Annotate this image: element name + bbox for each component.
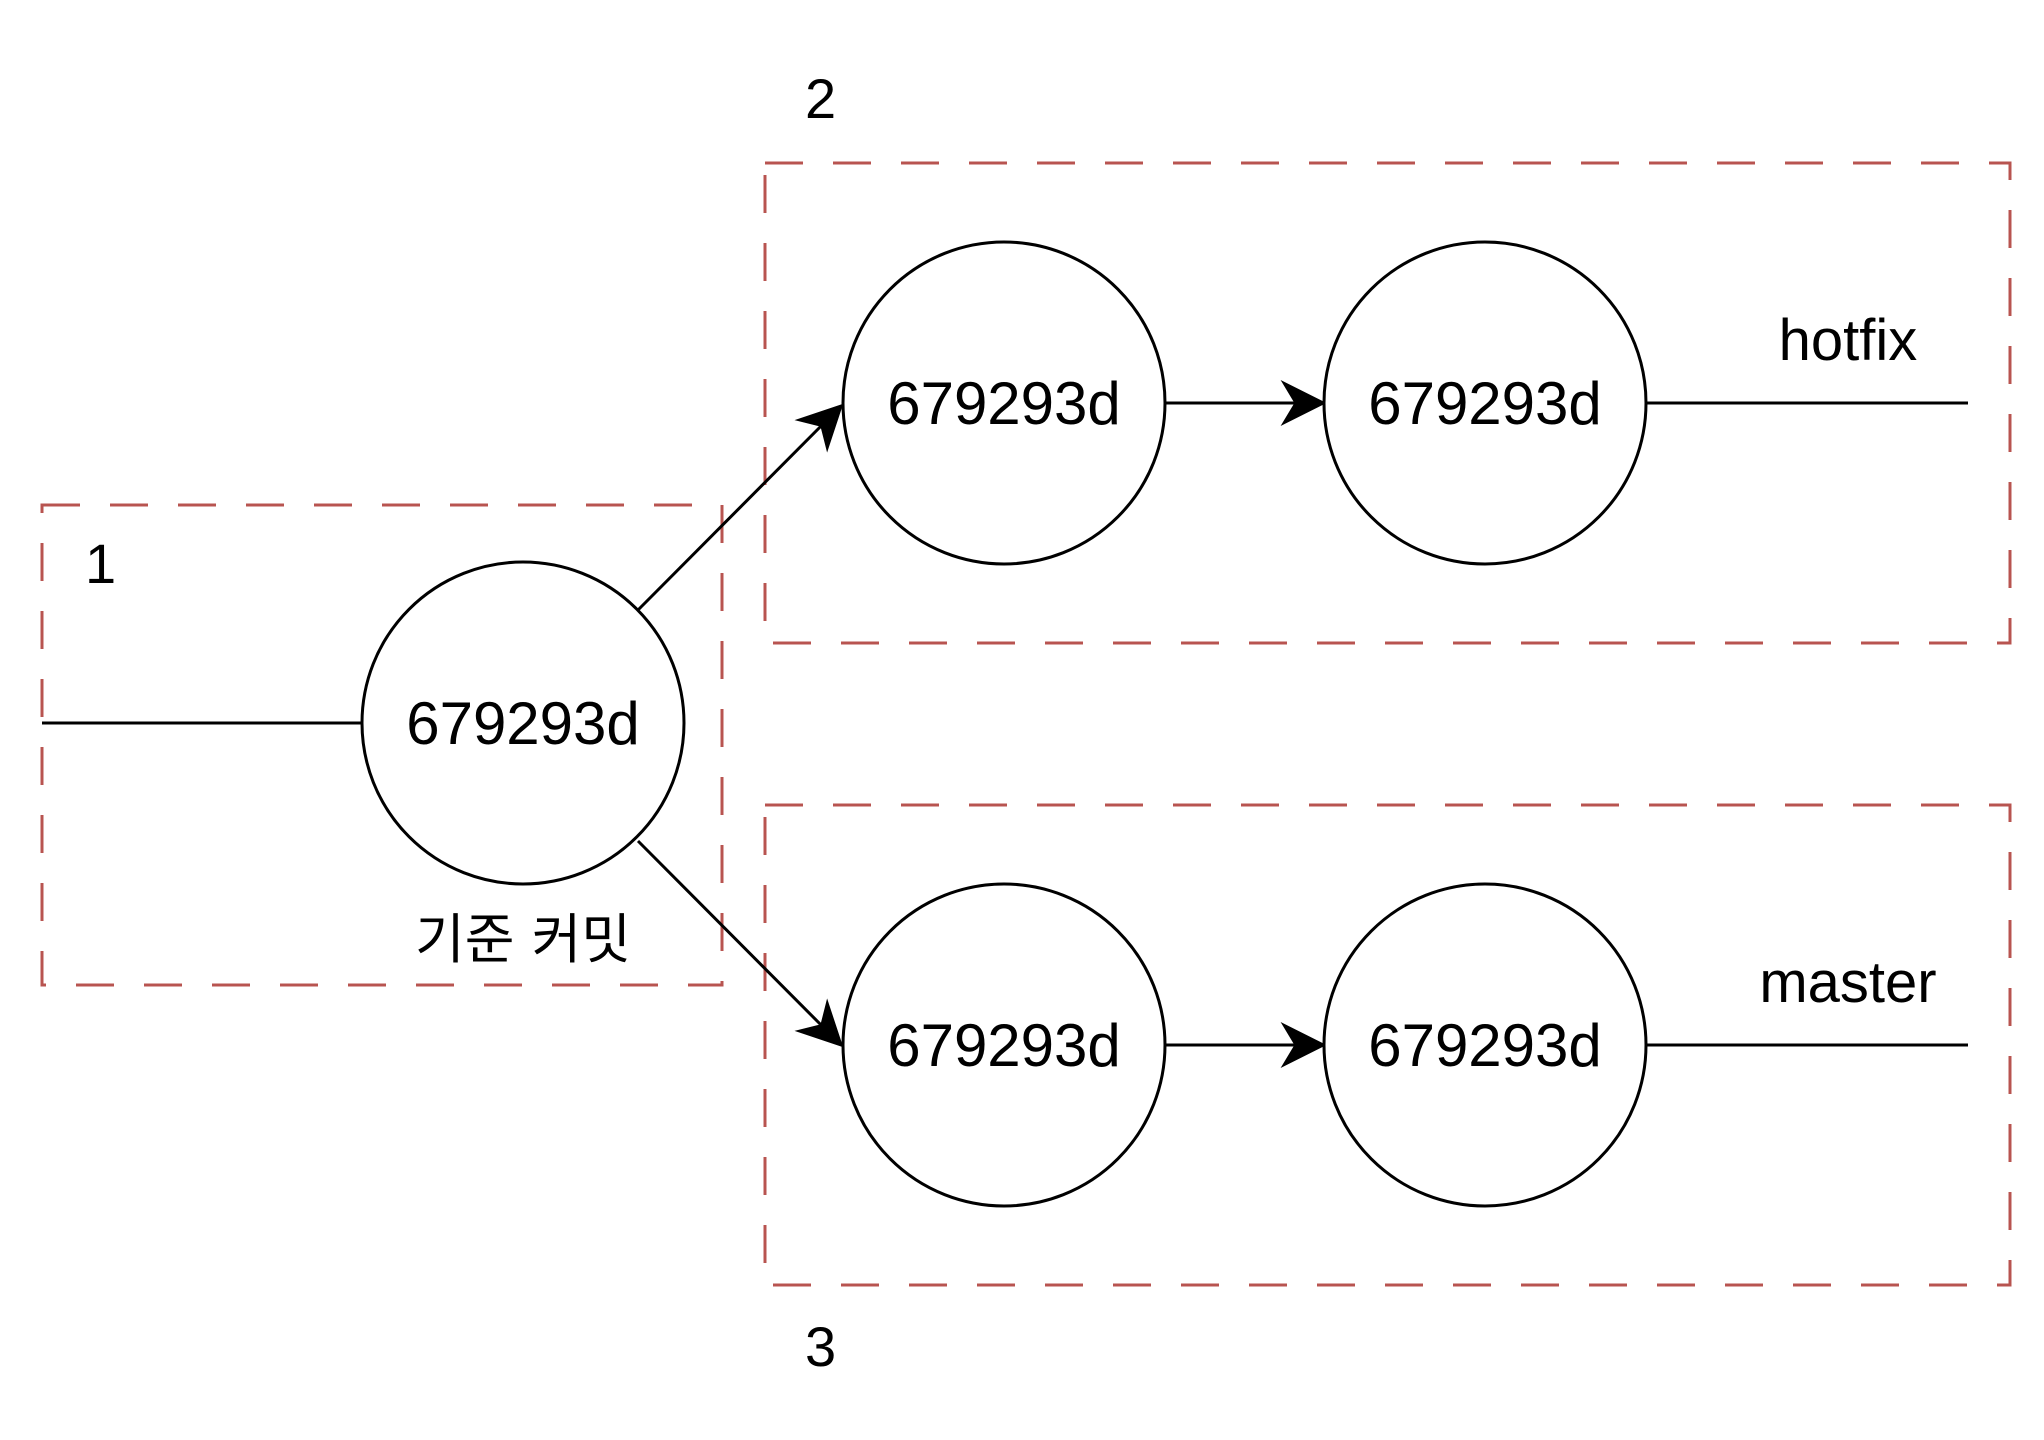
commit-id: 679293d <box>1368 1012 1602 1079</box>
commit-id: 679293d <box>887 370 1121 437</box>
branch-label-master: master <box>1759 950 1936 1015</box>
group-box-1 <box>40 503 724 987</box>
commit-id: 679293d <box>887 1012 1121 1079</box>
group-label-1: 1 <box>85 532 116 595</box>
commit-node-master-2: 679293d <box>1322 882 1648 1208</box>
group-box-2 <box>763 161 2012 645</box>
commit-id: 679293d <box>1368 370 1602 437</box>
commit-id: 679293d <box>406 690 640 757</box>
edge-base-to-hotfix <box>636 403 844 612</box>
group-label-2: 2 <box>805 67 836 130</box>
branch-label-hotfix: hotfix <box>1779 308 1918 373</box>
group-label-3: 3 <box>805 1315 836 1378</box>
commit-node-hotfix-2: 679293d <box>1322 240 1648 566</box>
group-box-3 <box>763 803 2012 1287</box>
commit-node-hotfix-1: 679293d <box>841 240 1167 566</box>
commit-node-base: 679293d <box>360 560 686 886</box>
commit-node-master-1: 679293d <box>841 882 1167 1208</box>
base-commit-caption: 기준 커밋 <box>415 908 631 971</box>
edge-base-to-master <box>636 839 844 1048</box>
